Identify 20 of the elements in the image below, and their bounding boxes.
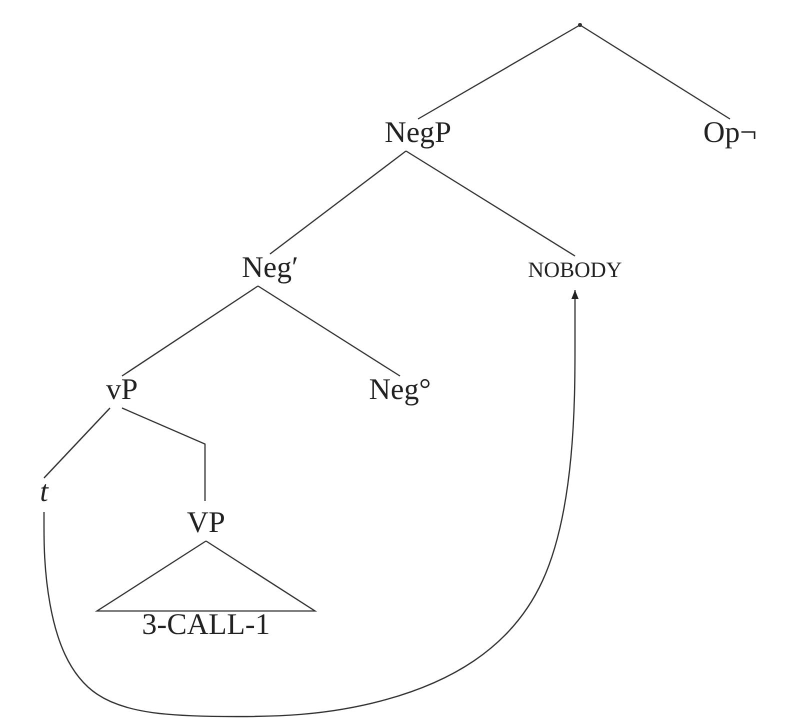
- tree-branch: [406, 150, 576, 257]
- tree-label: Neg°: [369, 374, 431, 406]
- triangle-branch: [94, 540, 318, 612]
- tree-label: t: [40, 476, 48, 508]
- tree-label: VP: [186, 507, 226, 539]
- tree-branch: [418, 24, 580, 120]
- movement-arrow: [43, 290, 579, 718]
- tree-branch: [258, 285, 400, 377]
- tree-apex: [578, 23, 582, 27]
- tree-branch: [580, 24, 730, 120]
- tree-label: 3-CALL-1: [142, 609, 270, 641]
- tree-branch: [122, 285, 258, 377]
- tree-label: Neg′: [242, 252, 298, 284]
- tree-label: Op¬: [703, 117, 757, 149]
- tree-branch: [270, 150, 406, 255]
- tree-label: NOBODY: [528, 254, 622, 286]
- tree-label: NegP: [384, 117, 452, 149]
- tree-branch: [122, 407, 206, 501]
- tree-label: vP: [106, 374, 138, 406]
- tree-branch: [44, 408, 110, 478]
